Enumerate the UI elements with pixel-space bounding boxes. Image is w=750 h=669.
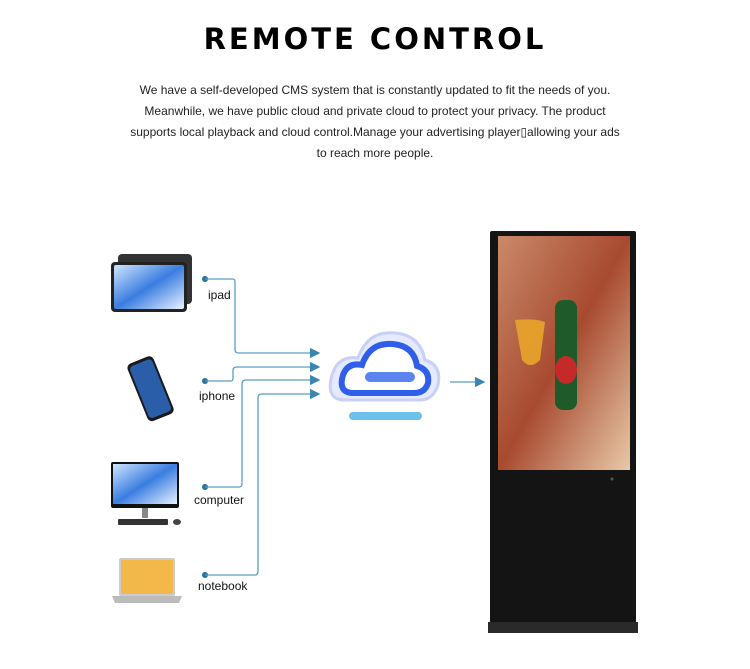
description-line: supports local playback and cloud contro…: [130, 125, 620, 139]
phone-icon: [127, 356, 174, 422]
description-line: to reach more people.: [316, 146, 434, 160]
digital-signage-kiosk-icon: [488, 231, 638, 633]
connector-arrow: [205, 388, 321, 576]
description-line: We have a self-developed CMS system that…: [139, 83, 611, 97]
description-line: Meanwhile, we have public cloud and priv…: [144, 104, 606, 118]
laptop-icon: [112, 558, 182, 603]
connector-lines: [202, 276, 486, 578]
device-label-iphone: iphone: [199, 389, 236, 403]
connector-arrow: [205, 374, 321, 488]
desktop-computer-icon: [111, 462, 181, 525]
tablet-icon: [111, 254, 192, 312]
device-label-notebook: notebook: [198, 579, 248, 593]
device-label-computer: computer: [194, 493, 245, 507]
connector-arrow: [205, 278, 321, 359]
device-label-ipad: ipad: [208, 288, 231, 302]
page-title: REMOTE CONTROL: [203, 22, 547, 56]
connector-arrow: [205, 361, 321, 382]
cloud-icon: [328, 331, 441, 420]
description: We have a self-developed CMS system that…: [120, 80, 630, 164]
